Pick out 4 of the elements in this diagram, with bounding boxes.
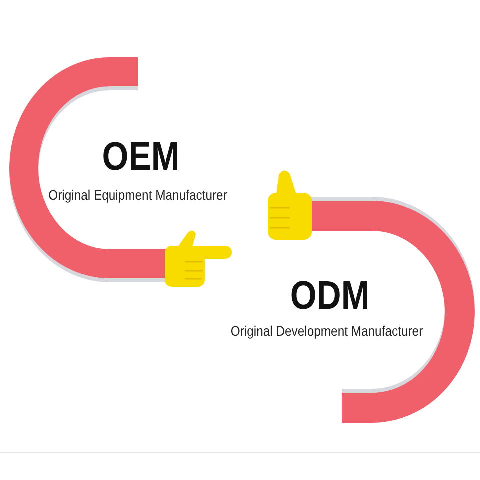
full-name-text: Original Development Manufacturer [230,323,424,339]
acronym-heading: ODM [290,276,370,316]
acronym-heading: OEM [102,137,180,177]
full-name-text: Original Equipment Manufacturer [48,187,228,203]
